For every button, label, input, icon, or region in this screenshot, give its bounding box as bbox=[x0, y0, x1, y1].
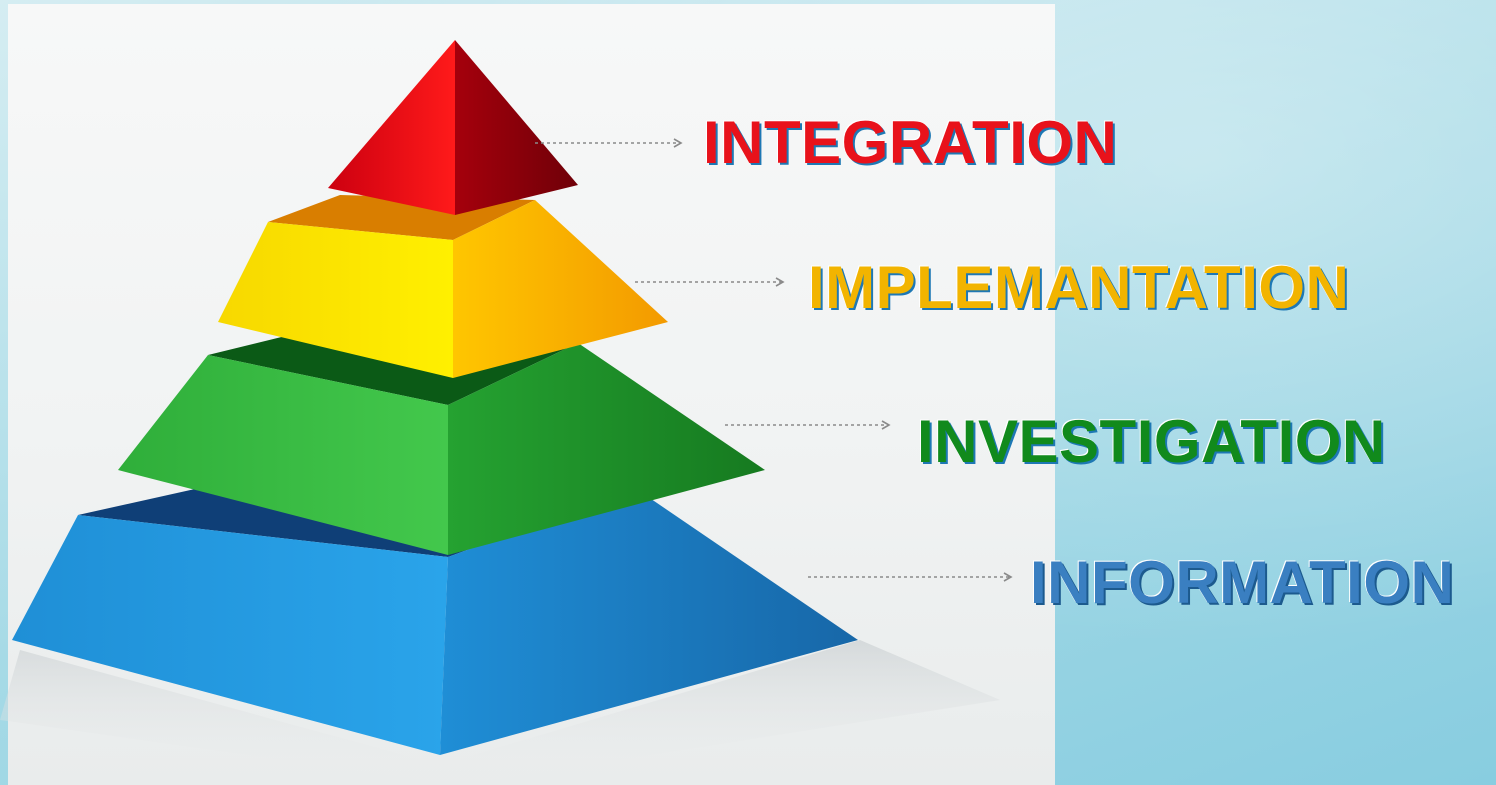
arrow-information bbox=[808, 572, 1013, 582]
tier-integration-left-face bbox=[328, 40, 455, 215]
label-information: INFORMATION bbox=[1030, 549, 1455, 616]
tier-implementation-right-face bbox=[453, 200, 668, 378]
tier-implementation-left-face bbox=[218, 222, 453, 378]
connector-arrows bbox=[535, 138, 1013, 582]
label-implementation: IMPLEMANTATION bbox=[808, 254, 1350, 321]
tier-information-right-face bbox=[440, 488, 858, 755]
tier-information-left-face bbox=[12, 515, 448, 755]
tier-investigation-right-face bbox=[448, 343, 765, 555]
tier-integration bbox=[328, 40, 578, 215]
arrow-implementation bbox=[635, 277, 785, 287]
tier-investigation-left-face bbox=[118, 355, 448, 555]
pyramid-shadow bbox=[0, 640, 1000, 785]
arrow-investigation bbox=[725, 420, 891, 430]
label-integration: INTEGRATION bbox=[703, 109, 1118, 176]
label-investigation: INVESTIGATION bbox=[917, 408, 1386, 475]
arrow-integration bbox=[535, 138, 683, 148]
tier-integration-right-face bbox=[455, 40, 578, 215]
